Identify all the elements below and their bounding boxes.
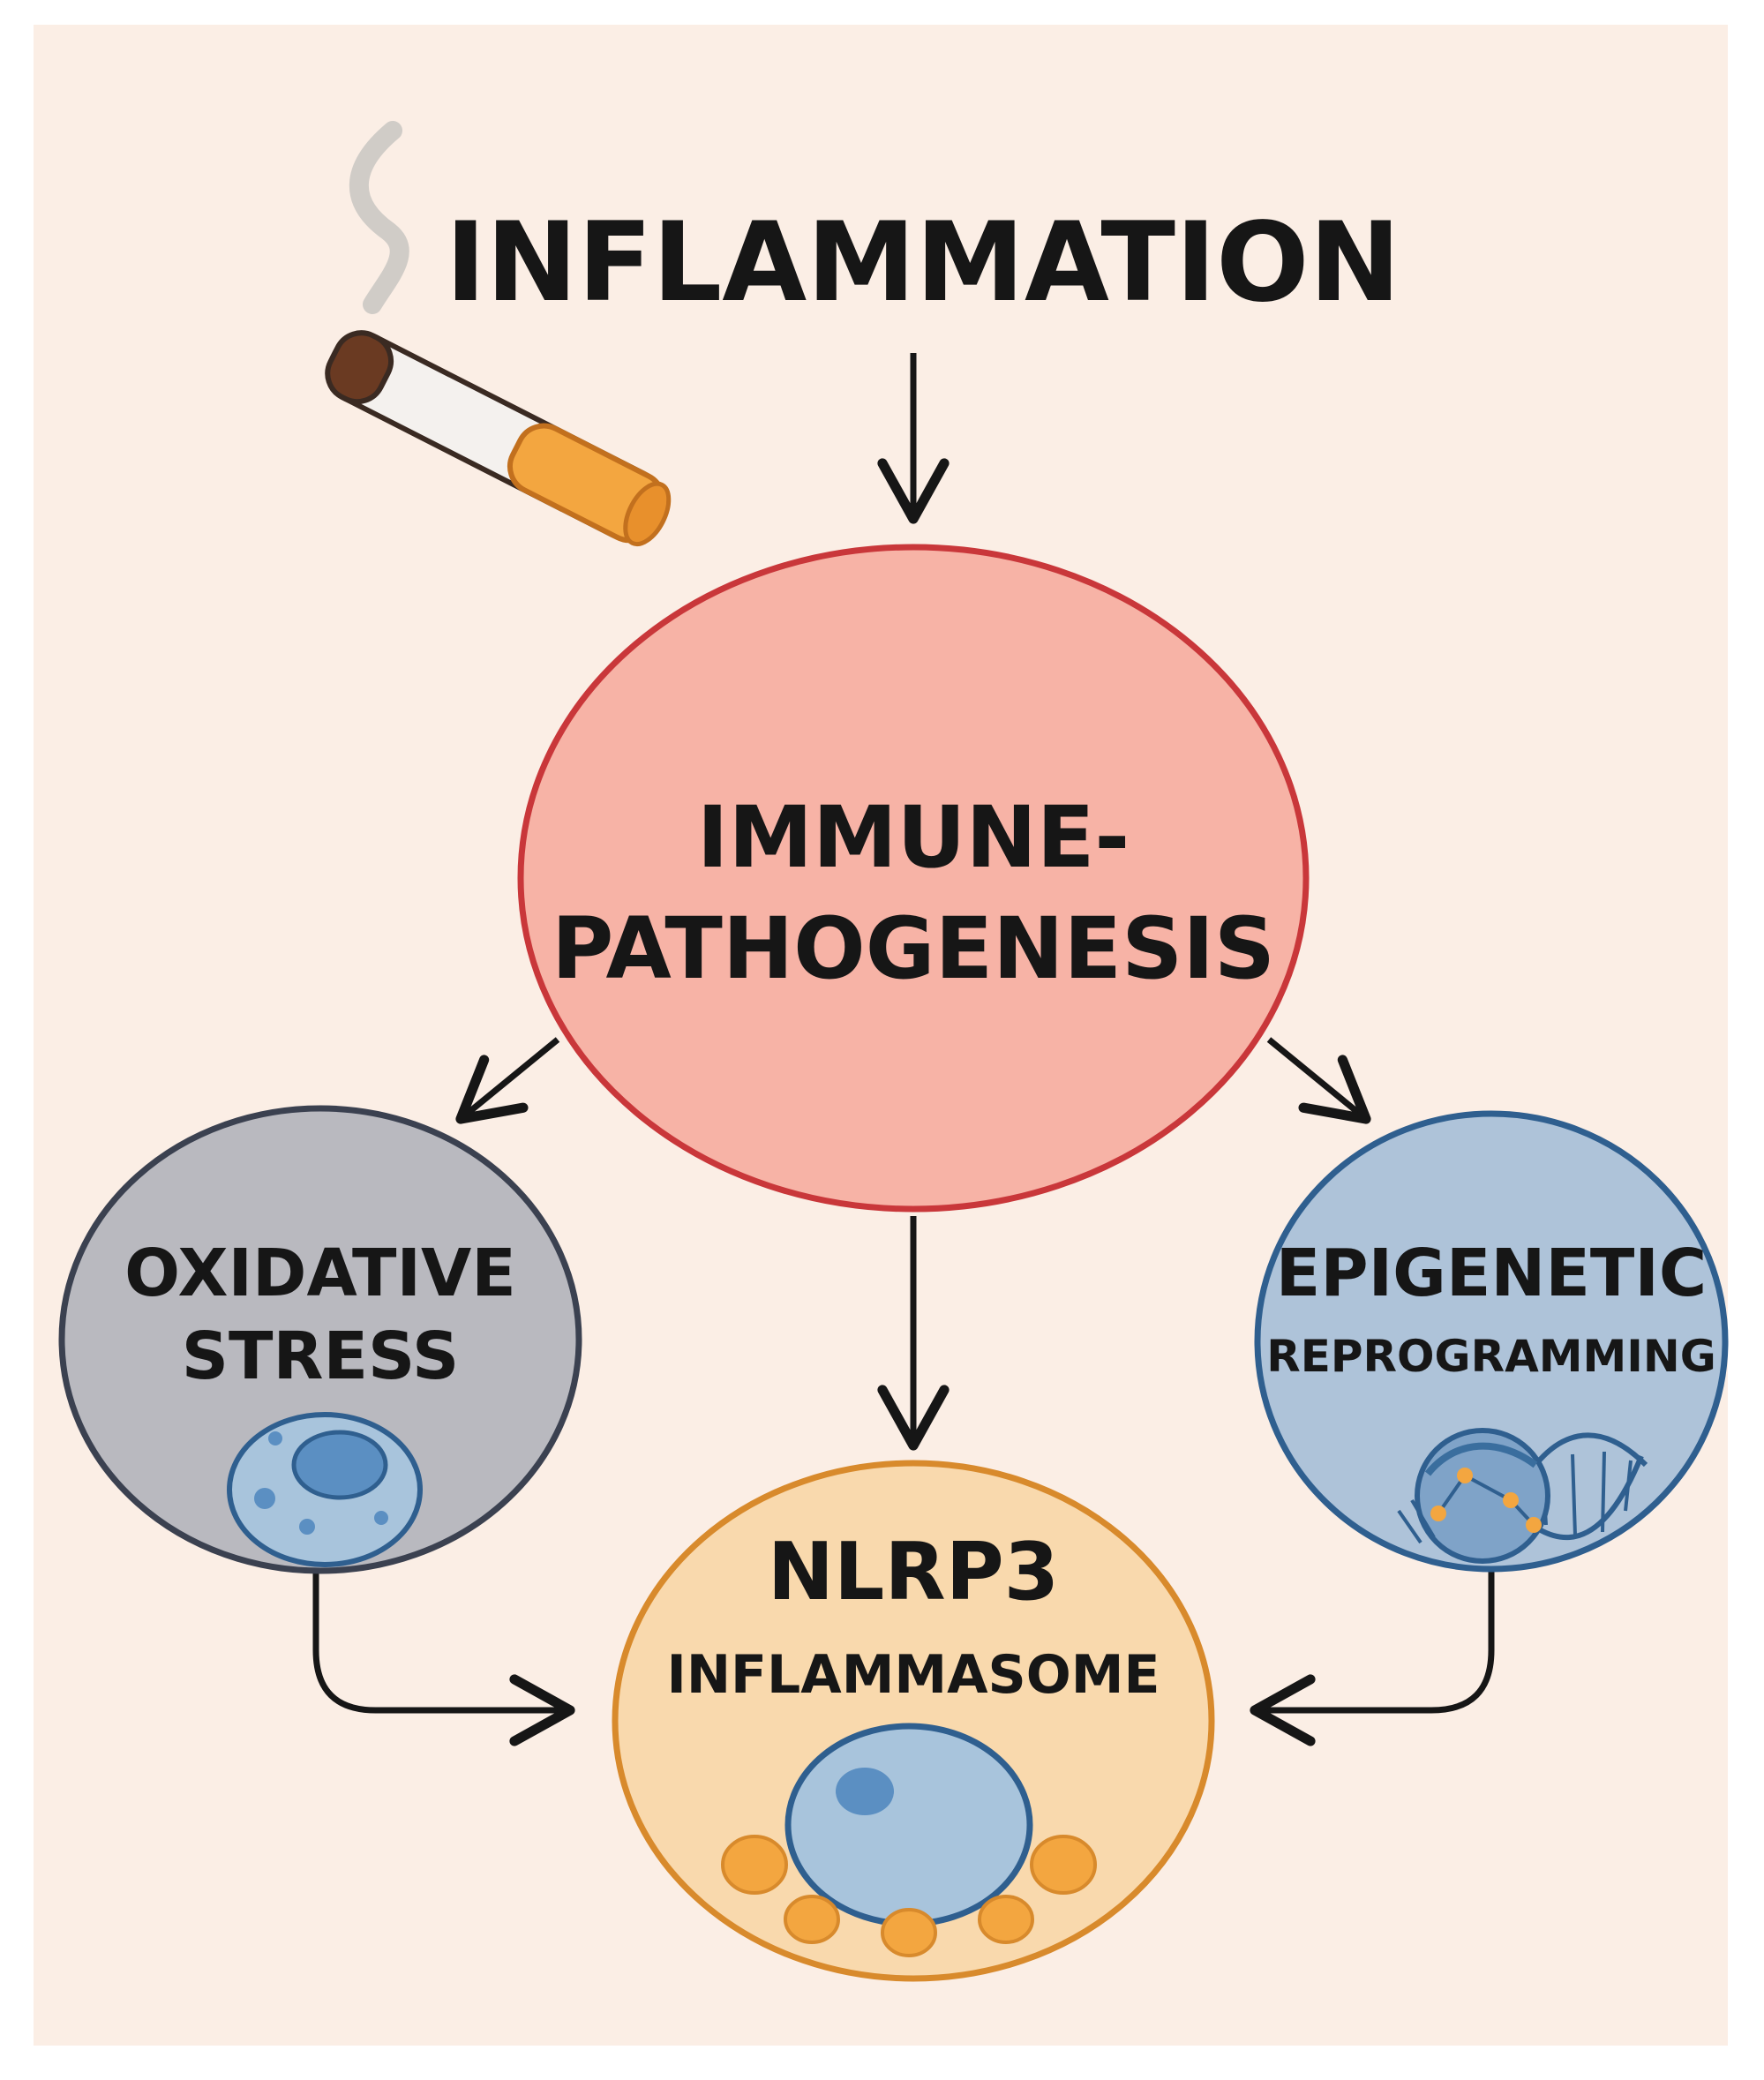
smoke-icon <box>349 121 409 314</box>
nlrp3-label-line2: INFLAMMASOME <box>667 1644 1160 1706</box>
oxidative-stress-label-line1: OXIDATIVE <box>124 1235 516 1311</box>
arrow-oxidative-to-nlrp3 <box>312 1573 575 1746</box>
inflammasome-cell-icon <box>721 1723 1097 1957</box>
immune-pathogenesis-label-line1: IMMUNE- <box>697 788 1130 887</box>
node-epigenetic-reprogramming: EPIGENETIC REPROGRAMMING <box>1254 1110 1729 1573</box>
oxidative-stress-ellipse <box>58 1105 582 1574</box>
node-immune-pathogenesis: IMMUNE- PATHOGENESIS <box>517 544 1310 1213</box>
node-oxidative-stress: OXIDATIVE STRESS <box>58 1105 582 1574</box>
epigenetic-reprogramming-label-line1: EPIGENETIC <box>1276 1235 1707 1311</box>
arrow-immune-to-epigenetic <box>1266 1037 1371 1124</box>
node-nlrp3-inflammasome: NLRP3 INFLAMMASOME <box>612 1460 1215 1982</box>
oxidative-stress-label-line2: STRESS <box>182 1318 460 1394</box>
arrow-immune-to-oxidative <box>455 1037 560 1124</box>
cigarette-icon <box>325 330 672 547</box>
diagram-title: INFLAMMATION <box>446 199 1401 327</box>
epigenetic-reprogramming-label-line2: REPROGRAMMING <box>1266 1331 1716 1382</box>
cell-icon <box>227 1412 423 1567</box>
immune-pathogenesis-label-line2: PATHOGENESIS <box>552 899 1275 998</box>
arrow-epigenetic-to-nlrp3 <box>1250 1571 1495 1746</box>
dna-icon <box>1397 1428 1648 1564</box>
epigenetic-reprogramming-ellipse <box>1254 1110 1729 1573</box>
nlrp3-label-line1: NLRP3 <box>768 1526 1060 1618</box>
immune-pathogenesis-ellipse <box>517 544 1310 1213</box>
